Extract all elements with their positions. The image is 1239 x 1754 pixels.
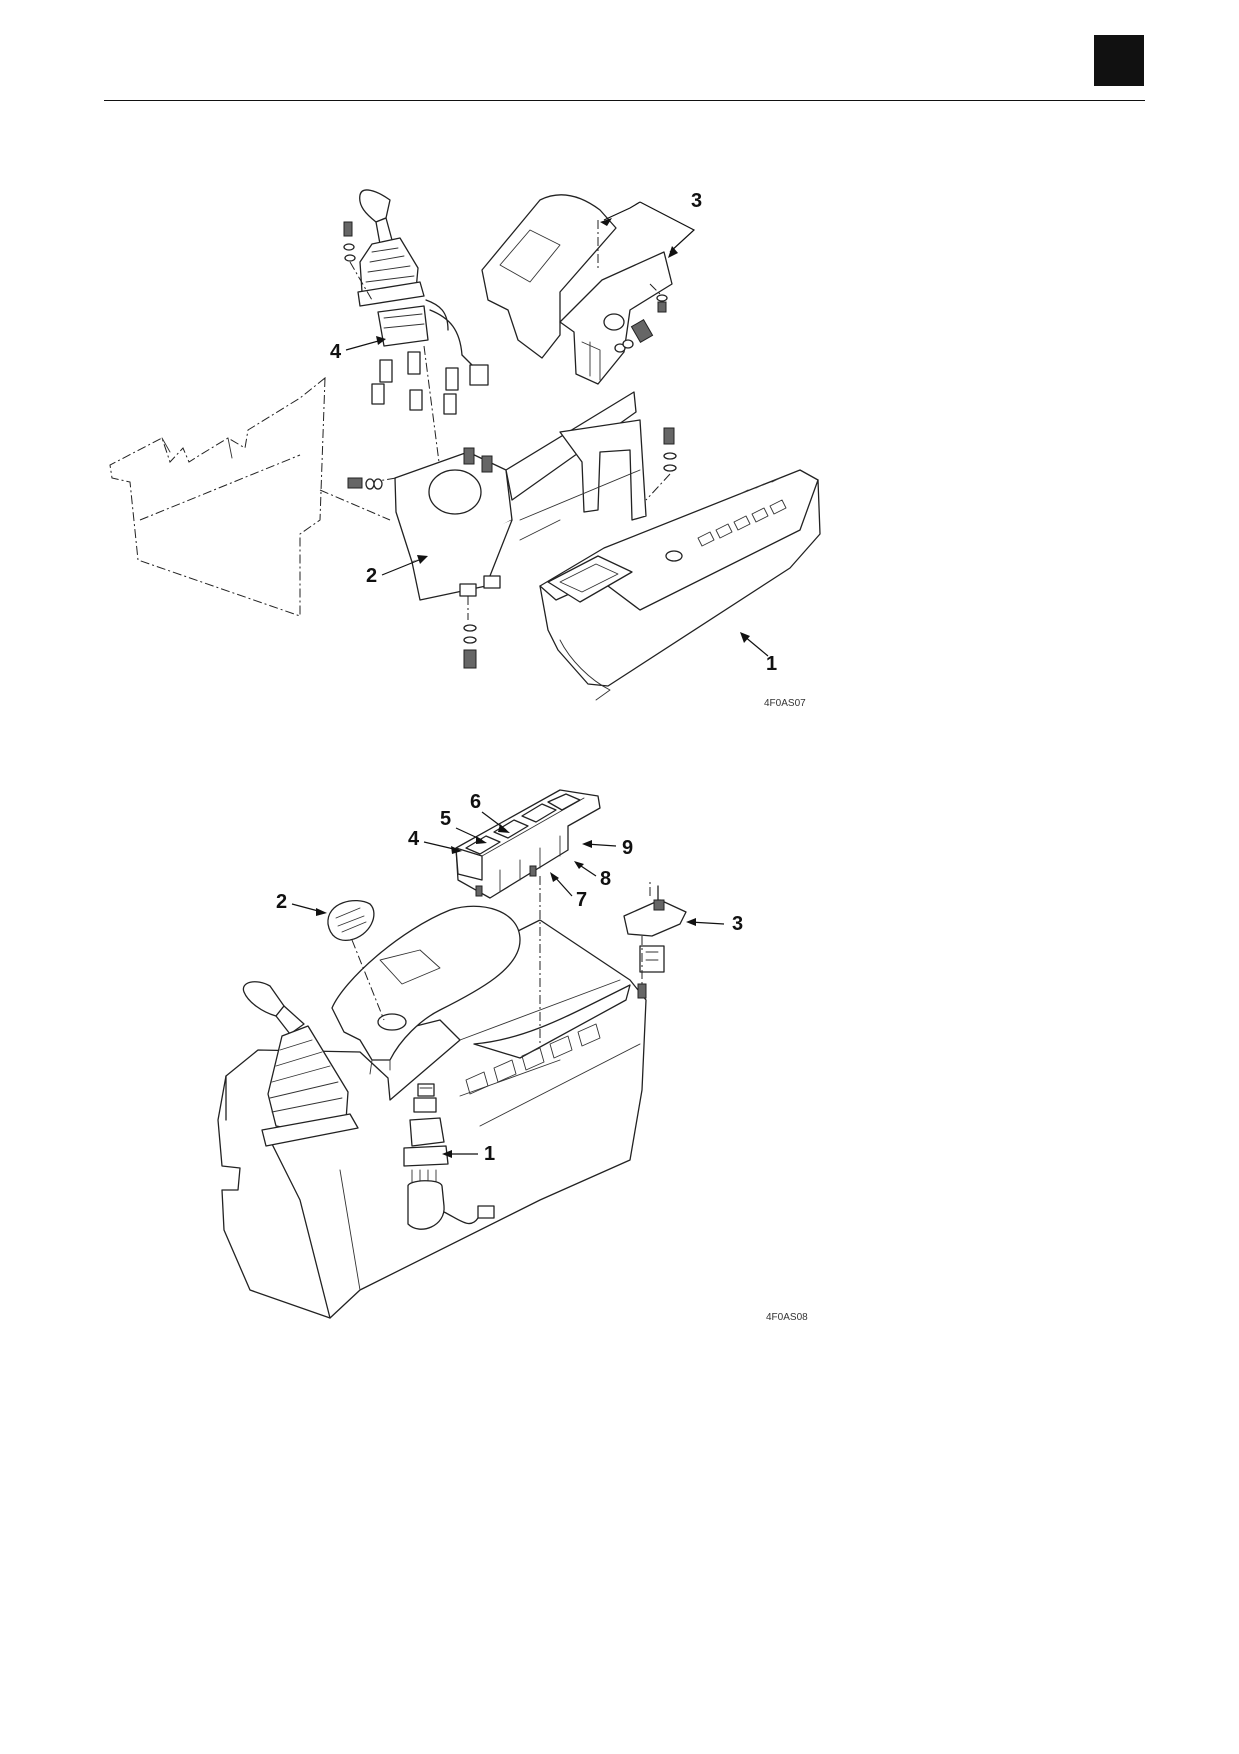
bottom-callouts: 6 5 4 9 8 7 2 3 1 4F0AS08 (276, 791, 808, 1323)
armrest (331, 905, 521, 1075)
armrest-bracket (559, 251, 673, 385)
section-tab-marker (1094, 35, 1144, 86)
bottom-callout-1: 1 (484, 1143, 495, 1165)
bottom-callout-6: 6 (470, 791, 481, 813)
top-callouts: 3 4 2 1 4F0AS07 (330, 190, 806, 709)
sensor-bracket (623, 880, 687, 999)
bottom-exploded-diagram: 6 5 4 9 8 7 2 3 1 4F0AS08 (217, 789, 808, 1323)
bottom-callout-8: 8 (600, 868, 611, 890)
bottom-callout-4: 4 (408, 828, 420, 850)
top-callout-3: 3 (691, 190, 702, 212)
bottom-figure-code: 4F0AS08 (766, 1312, 808, 1323)
armrest-cover (481, 194, 617, 359)
bottom-callout-7: 7 (576, 889, 587, 911)
top-figure-code: 4F0AS07 (764, 698, 806, 709)
top-exploded-diagram: 3 4 2 1 4F0AS07 (109, 189, 821, 709)
bottom-callout-2: 2 (276, 891, 287, 913)
bottom-callout-5: 5 (440, 808, 451, 830)
joystick-assembly (343, 189, 489, 471)
rocker-switch-bank (455, 789, 601, 1044)
top-callout-2: 2 (366, 565, 377, 587)
bottom-callout-9: 9 (622, 837, 633, 859)
switch-openings (465, 1023, 601, 1095)
side-panel-cover (109, 376, 391, 617)
key-switch (403, 1083, 495, 1230)
header-rule (104, 100, 1145, 101)
bottom-callout-3: 3 (732, 913, 743, 935)
top-callout-4: 4 (330, 341, 342, 363)
control-box-frame (359, 391, 647, 620)
console-cover (539, 469, 821, 701)
joystick (242, 981, 359, 1147)
throttle-knob (327, 900, 385, 1021)
fastener-set (347, 427, 677, 669)
top-callout-1: 1 (766, 653, 777, 675)
